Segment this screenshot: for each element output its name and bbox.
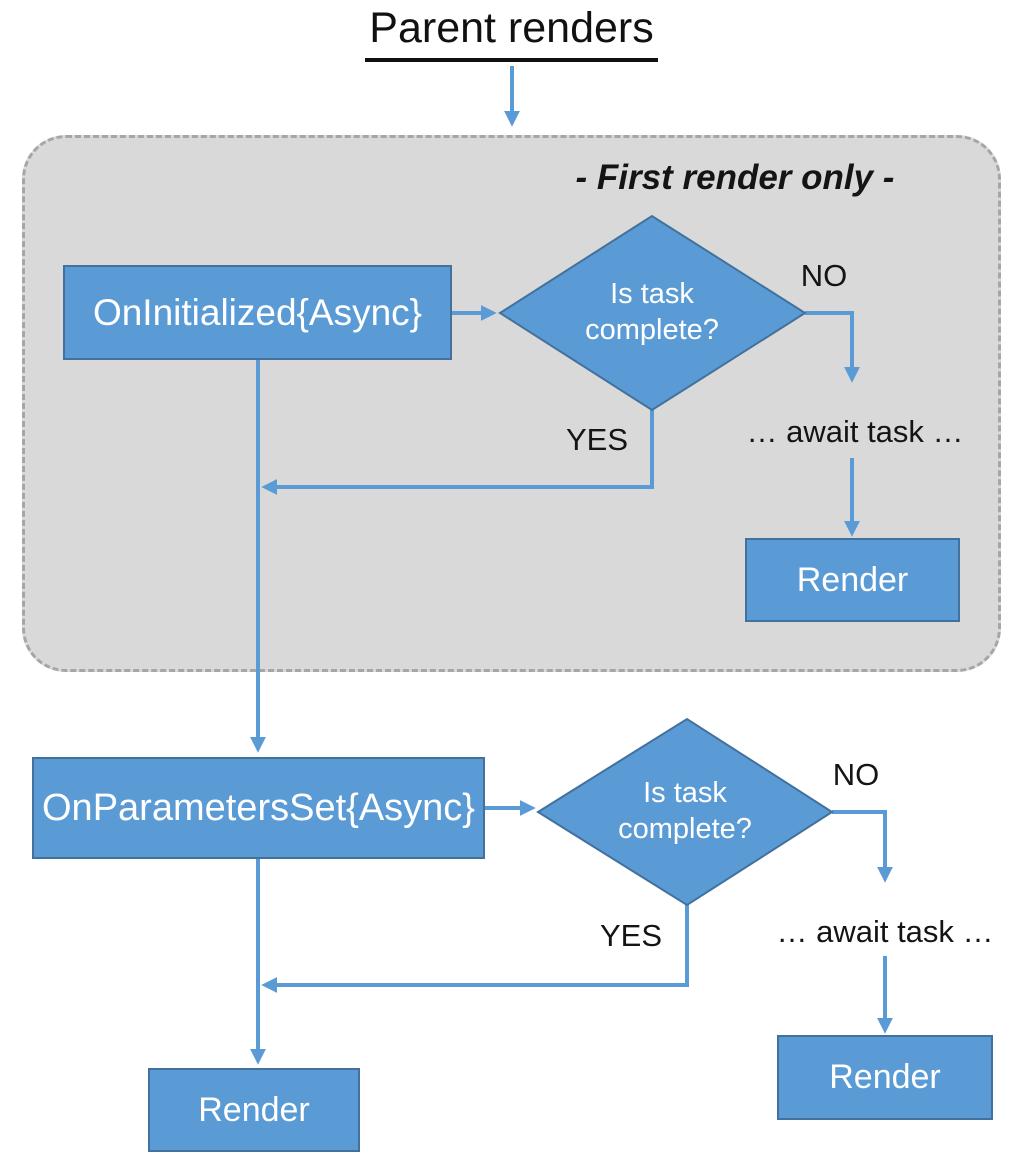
connector-decision1-yes — [261, 410, 654, 495]
label-no-2: NO — [832, 757, 880, 792]
decision-diamond-2 — [536, 717, 834, 907]
decision-label-2: Is task complete? — [618, 777, 752, 845]
page-title-text: Parent renders — [365, 4, 658, 62]
node-on-parameters-set: OnParametersSet{Async} — [32, 757, 485, 859]
label-yes-2: YES — [599, 918, 663, 953]
connector-decision2-yes — [261, 905, 689, 993]
label-await-task-2: … await task … — [776, 914, 994, 949]
connector-decision2-no — [832, 810, 893, 883]
node-render-first: Render — [745, 538, 960, 622]
page-title: Parent renders — [0, 4, 1023, 62]
label-await-task-1: … await task … — [746, 414, 964, 449]
decision-label-1: Is task complete? — [585, 278, 719, 346]
label-yes-1: YES — [565, 422, 629, 457]
connector-decision1-no — [805, 311, 860, 383]
node-on-initialized: OnInitialized{Async} — [63, 265, 452, 360]
first-render-group-label: - First render only - — [575, 158, 895, 197]
decision-diamond-1 — [498, 214, 807, 412]
node-render-await: Render — [777, 1035, 993, 1120]
node-render-main: Render — [148, 1068, 360, 1152]
label-no-1: NO — [800, 258, 848, 293]
